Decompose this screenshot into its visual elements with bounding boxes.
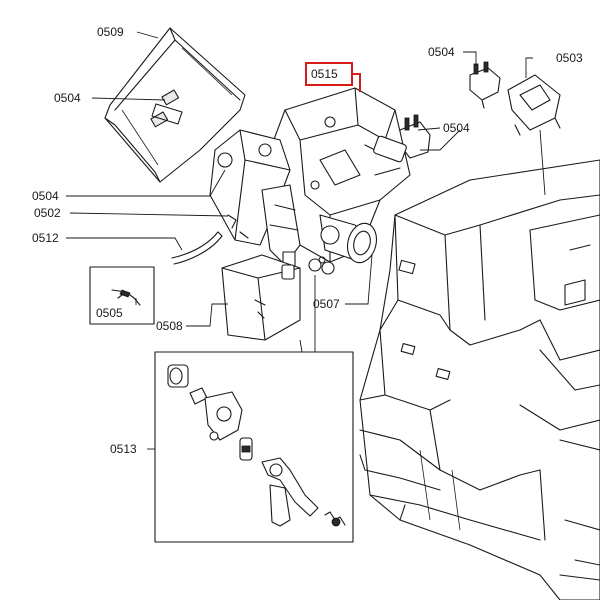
part-0508-tank <box>221 254 301 341</box>
part-0505-box <box>89 266 155 325</box>
highlight-box-0515 <box>305 62 353 86</box>
label-0513: 0513 <box>110 442 137 456</box>
part-fittings <box>282 251 335 275</box>
part-0515-brew-unit <box>269 87 411 263</box>
label-0503: 0503 <box>556 51 583 65</box>
label-0509: 0509 <box>97 25 124 39</box>
label-0502: 0502 <box>34 206 61 220</box>
label-0504-right: 0504 <box>443 121 470 135</box>
label-0504-left: 0504 <box>54 91 81 105</box>
part-0503-switch <box>507 74 561 136</box>
label-0507: 0507 <box>313 297 340 311</box>
part-0502-clip <box>227 214 249 239</box>
part-0504-connector-top <box>469 61 501 109</box>
label-0515: 0515 <box>311 67 338 81</box>
part-0509-cover <box>104 27 246 183</box>
machine-housing <box>359 159 600 600</box>
part-0507-valve <box>319 214 378 264</box>
label-0504-top: 0504 <box>428 45 455 59</box>
part-0513-detail <box>154 351 354 543</box>
label-0512: 0512 <box>32 231 59 245</box>
label-0504-mid: 0504 <box>32 189 59 203</box>
leader-lines <box>66 31 546 450</box>
label-0505: 0505 <box>96 306 123 320</box>
label-0508: 0508 <box>156 319 183 333</box>
part-0512-hose <box>171 231 223 265</box>
